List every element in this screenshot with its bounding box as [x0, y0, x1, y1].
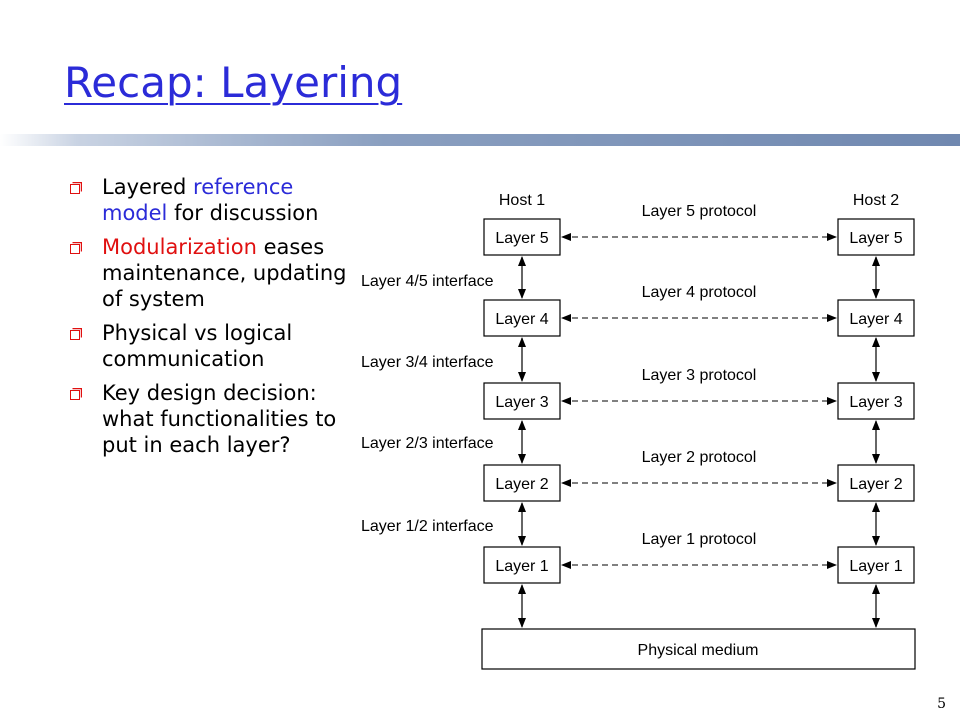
host1-label: Host 1	[499, 192, 545, 209]
host1-layer-box	[483, 546, 561, 584]
bullet-text: Layered	[102, 175, 194, 199]
bullet-text: reference model	[102, 175, 294, 225]
host1-layer-box	[483, 218, 561, 256]
interface-label: Layer 2/3 interface	[361, 435, 494, 452]
bullet-item: Physical vs logical communication	[70, 320, 350, 372]
bullet-text: Key design decision: what functionalitie…	[102, 381, 337, 457]
interface-label: Layer 4/5 interface	[361, 273, 494, 290]
host1-layer-label: Layer 3	[495, 394, 548, 411]
title-divider-bar	[0, 134, 960, 146]
host1-layer-box	[483, 464, 561, 502]
physical-medium-label: Physical medium	[638, 642, 759, 659]
page-number: 5	[937, 696, 946, 712]
bullet-item: Layered reference model for discussion	[70, 174, 350, 226]
protocol-label: Layer 3 protocol	[642, 367, 757, 384]
interface-label: Layer 1/2 interface	[361, 518, 494, 535]
host2-layer-box	[837, 218, 915, 256]
bullet-square-icon	[70, 328, 82, 340]
host2-layer-label: Layer 5	[849, 230, 902, 247]
host1-layer-label: Layer 4	[495, 311, 548, 328]
host1-layer-label: Layer 1	[495, 558, 548, 575]
host2-layer-box	[837, 464, 915, 502]
protocol-label: Layer 1 protocol	[642, 531, 757, 548]
host1-layer-box	[483, 299, 561, 337]
host2-layer-box	[837, 299, 915, 337]
host1-layer-box	[483, 382, 561, 420]
bullet-text: for discussion	[167, 201, 319, 225]
physical-medium-box	[481, 628, 916, 670]
protocol-label: Layer 5 protocol	[642, 203, 757, 220]
bullet-square-icon	[70, 388, 82, 400]
host2-layer-box	[837, 546, 915, 584]
bullet-square-icon	[70, 242, 82, 254]
host2-layer-label: Layer 4	[849, 311, 902, 328]
host1-layer-label: Layer 5	[495, 230, 548, 247]
bullet-text: eases maintenance, updating of system	[102, 235, 347, 311]
slide-title: Recap: Layering	[64, 58, 403, 107]
bullet-square-icon	[70, 182, 82, 194]
host1-layer-label: Layer 2	[495, 476, 548, 493]
bullet-item: Modularization eases maintenance, updati…	[70, 234, 350, 312]
host2-layer-label: Layer 1	[849, 558, 902, 575]
protocol-label: Layer 2 protocol	[642, 449, 757, 466]
bullet-text: Physical vs logical communication	[102, 321, 293, 371]
interface-label: Layer 3/4 interface	[361, 354, 494, 371]
bullet-text: Modularization	[102, 235, 257, 259]
bullet-item: Key design decision: what functionalitie…	[70, 380, 350, 458]
host2-layer-box	[837, 382, 915, 420]
host2-label: Host 2	[853, 192, 899, 209]
host2-layer-label: Layer 3	[849, 394, 902, 411]
host2-layer-label: Layer 2	[849, 476, 902, 493]
protocol-label: Layer 4 protocol	[642, 284, 757, 301]
